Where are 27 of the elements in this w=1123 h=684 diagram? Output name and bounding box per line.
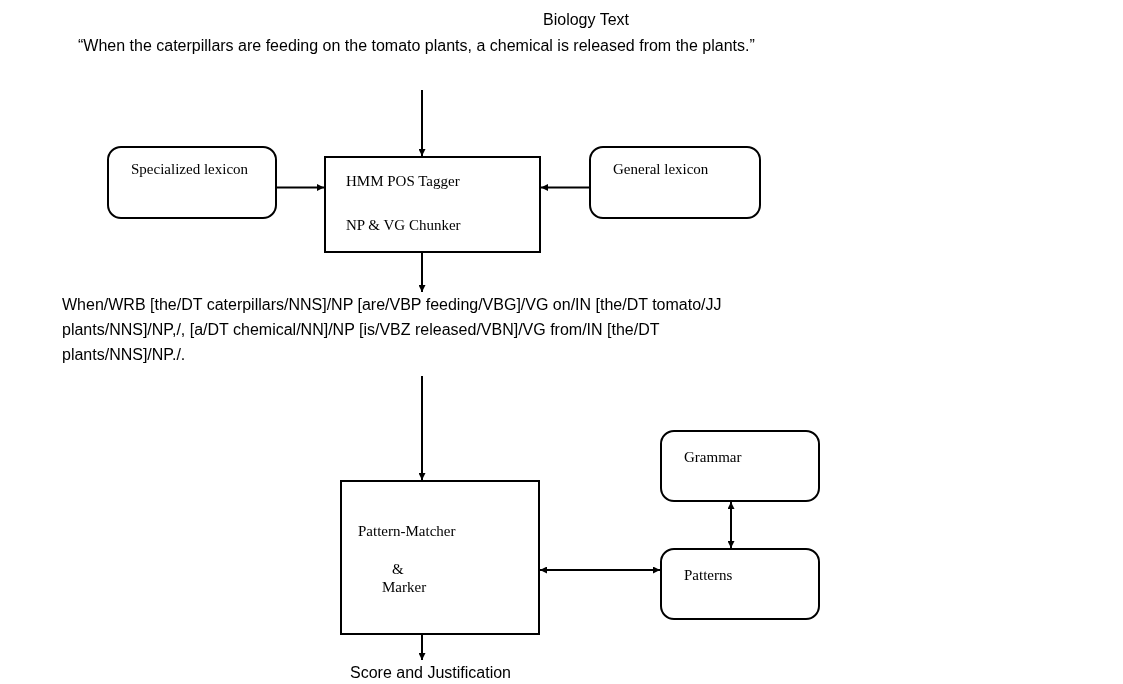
- arrow: [540, 184, 590, 191]
- arrow: [539, 566, 661, 574]
- box-label: NP & VG Chunker: [346, 216, 461, 234]
- process-box: [324, 156, 541, 253]
- arrow: [727, 501, 735, 549]
- box-label: Pattern-Matcher: [358, 522, 456, 540]
- process-box: [340, 480, 540, 635]
- sentence: “When the caterpillars are feeding on the tomato plants, a chemical is released from the plants.”: [78, 36, 756, 56]
- arrow: [418, 89, 426, 157]
- box-label: General lexicon: [613, 160, 709, 178]
- box-label: Specialized lexicon: [131, 160, 249, 178]
- arrow: [418, 252, 426, 293]
- box-label: Patterns: [684, 566, 733, 584]
- resource-box: [107, 146, 277, 219]
- box-label: Grammar: [684, 448, 742, 466]
- arrow: [276, 184, 325, 191]
- box-label: HMM POS Tagger: [346, 172, 460, 190]
- box-label: &: [392, 560, 404, 578]
- resource-box: [660, 548, 820, 620]
- resource-box: [660, 430, 820, 502]
- arrow: [418, 634, 426, 661]
- heading: Biology Text: [542, 10, 630, 30]
- tagged-text: When/WRB [the/DT caterpillars/NNS]/NP [are/VBP feeding/VBG]/VG on/IN [the/DT tomato/JJ plants/NNS]/NP,/, [a/DT chemical/NN]/NP [is/VBZ released/VBN]/VG from/IN [the/DT plants/NNS]/NP./.: [62, 292, 752, 367]
- resource-box: [589, 146, 761, 219]
- box-label: Marker: [382, 578, 427, 596]
- arrow: [418, 375, 426, 481]
- output-text: Score and Justification: [350, 660, 550, 684]
